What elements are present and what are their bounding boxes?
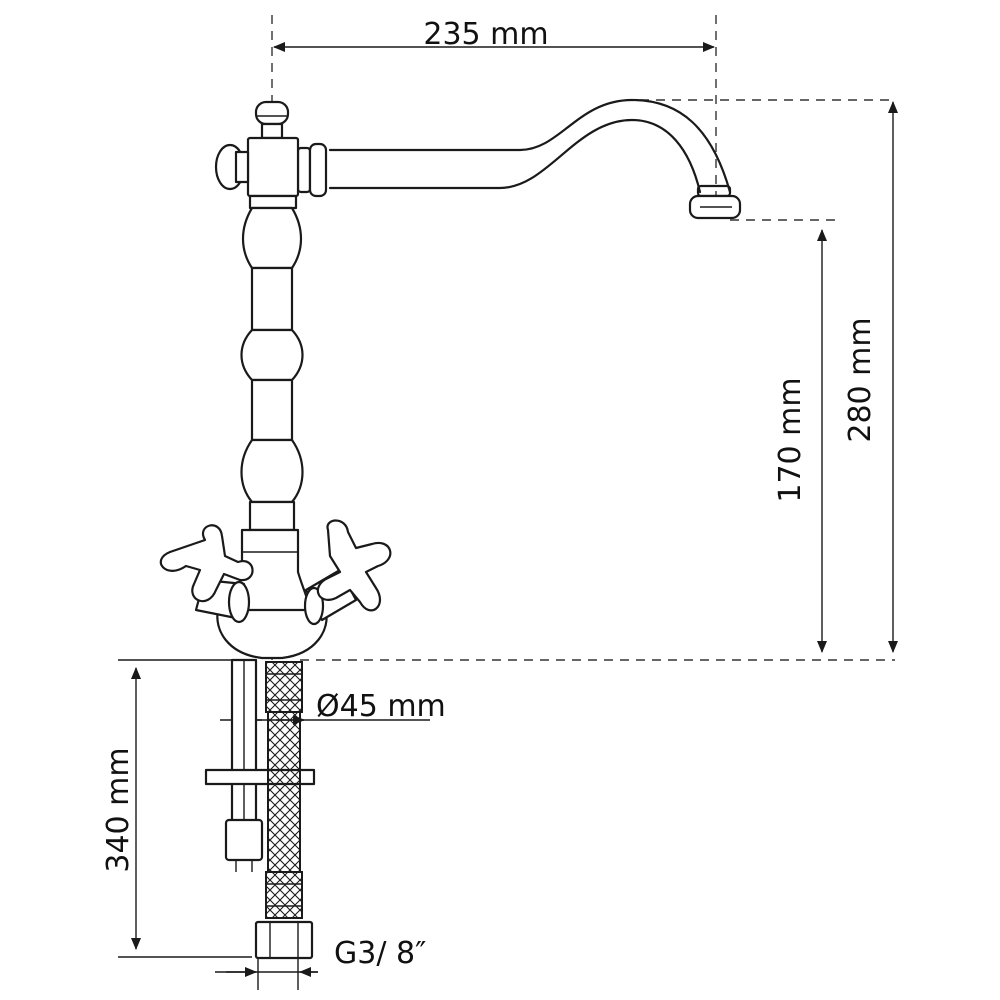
dimension-labels: 235 mm 280 mm 170 mm 340 mm Ø45 mm G3/ 8…	[101, 17, 878, 971]
side-knob-neck	[234, 150, 250, 184]
body-base	[216, 608, 328, 660]
column-bulge-1	[242, 206, 302, 270]
thread-label: G3/ 8″	[334, 936, 426, 971]
top-cap	[214, 100, 300, 210]
spout-upper-edge	[328, 98, 732, 194]
column	[240, 206, 304, 532]
total-height-label: 280 mm	[843, 317, 878, 442]
clearance-label: 170 mm	[773, 377, 808, 502]
spout-lower-edge	[328, 118, 702, 194]
head-collar	[248, 194, 298, 210]
hose-lower-fitting	[265, 871, 303, 919]
right-valve-cap	[303, 586, 325, 626]
shank-assembly	[204, 658, 316, 960]
left-valve-cap	[227, 580, 251, 624]
spout	[296, 98, 742, 220]
spout-ring-2	[308, 142, 328, 198]
mounting-nut	[224, 818, 264, 862]
braided-hose	[267, 711, 301, 873]
column-bulge-3	[240, 438, 304, 504]
reach-label: 235 mm	[423, 17, 548, 52]
column-segment-1	[250, 266, 294, 332]
valve-body	[159, 519, 392, 660]
right-cross-handle	[316, 519, 392, 612]
hose-upper-fitting	[265, 661, 303, 713]
column-segment-3	[248, 500, 296, 532]
aerator-collar	[696, 184, 732, 198]
column-segment-2	[250, 378, 294, 442]
diameter-label: Ø45 mm	[316, 689, 446, 724]
head-block	[246, 136, 300, 198]
spout-ring-1	[296, 146, 312, 194]
left-cross-handle	[159, 524, 254, 603]
shank-length-label: 340 mm	[101, 747, 136, 872]
top-knob-neck	[260, 122, 284, 140]
hose-connector-nut	[254, 920, 314, 960]
column-bulge-2	[240, 328, 304, 382]
top-knob	[254, 100, 290, 126]
